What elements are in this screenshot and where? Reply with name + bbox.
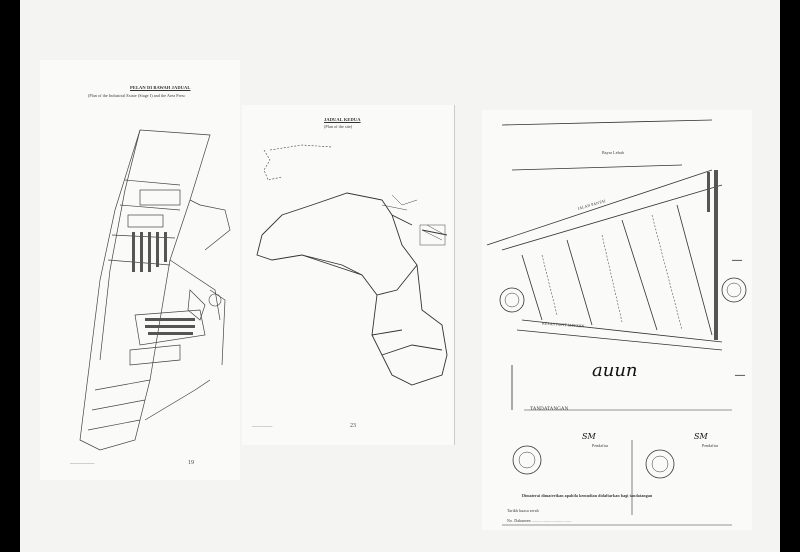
right-initials: SM [694, 432, 708, 441]
margin-mark-2: — [735, 370, 745, 381]
margin-mark-1: — [732, 255, 742, 266]
page-1-number: 19 [188, 460, 194, 466]
industrial-estate-plan [79, 129, 231, 451]
page-1-title: PELAN DI BAWAH JADUAL [130, 85, 191, 90]
footer-heading: Dimaterai dimaterikan apabila kemudian d… [522, 493, 653, 498]
footer-line-1: Tarikh kuasa serah [507, 508, 539, 513]
page-2-number: 23 [350, 423, 356, 429]
main-signature: auun [592, 360, 638, 381]
tandatangan-label: TANDATANGAN [530, 407, 569, 412]
footer-line-2: No. Dakumen ............................… [507, 518, 572, 523]
page-3: Bayar Lebuh [482, 110, 752, 530]
page-2-footnote: ————— [252, 423, 273, 428]
page-3-top-text: Bayar Lebuh [602, 150, 624, 155]
page-2: JADUAL KEDUA (Plan of the site) [242, 105, 454, 445]
page-2-subtitle: (Plan of the site) [324, 124, 353, 129]
page-2-title: JADUAL KEDUA [324, 117, 361, 122]
page-1-subtitle: (Plan of the Industrial Estate (Stage I)… [88, 93, 186, 98]
page-1-footnote: —————— [70, 460, 95, 465]
site-plan [256, 144, 448, 386]
left-initials: SM [582, 432, 596, 441]
page-1: PELAN DI BAWAH JADUAL (Plan of the Indus… [40, 60, 240, 480]
pendaftar-left: Pendaftar [592, 443, 609, 448]
pendaftar-right: Pendaftar [702, 443, 719, 448]
lot-plan [486, 119, 747, 526]
scanned-document: PELAN DI BAWAH JADUAL (Plan of the Indus… [20, 0, 780, 552]
